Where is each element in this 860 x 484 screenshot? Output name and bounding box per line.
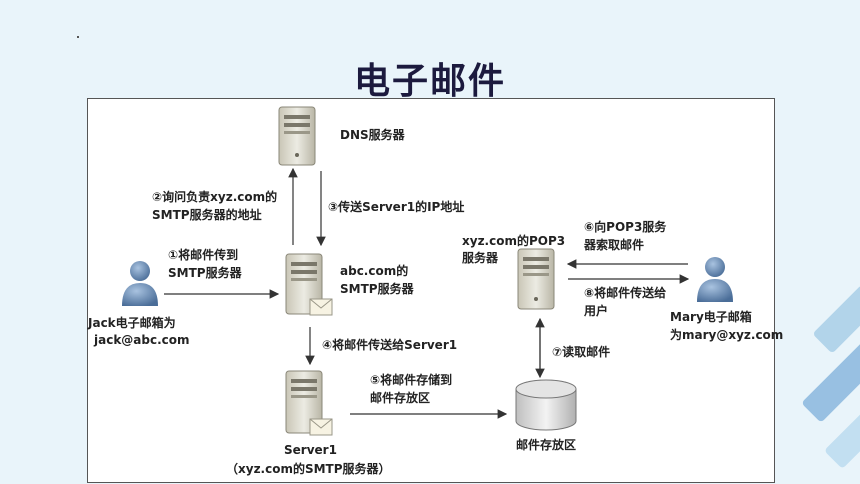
- server1-icon: [285, 370, 333, 436]
- abc-smtp-label-1: abc.com的: [340, 264, 409, 278]
- step6-label-2: 器索取邮件: [584, 238, 645, 252]
- step2-label-1: ②询问负责xyz.com的: [152, 190, 278, 204]
- step6-label-1: ⑥向POP3服务: [584, 220, 667, 234]
- slide-dot: [77, 36, 79, 38]
- jack-user-icon: [122, 261, 158, 306]
- jack-label-1: Jack电子邮箱为: [88, 316, 176, 330]
- step2-label-2: SMTP服务器的地址: [152, 208, 262, 222]
- dns-label: DNS服务器: [340, 128, 405, 142]
- slide-title: 电子邮件: [353, 60, 506, 102]
- mail-flow-diagram: [122, 106, 733, 436]
- mail-storage-icon: [515, 379, 577, 431]
- mary-label-2: 为mary@xyz.com: [670, 328, 784, 342]
- step8-label-1: ⑧将邮件传送给: [584, 286, 667, 300]
- step5-label-1: ⑤将邮件存储到: [370, 373, 453, 387]
- abc-smtp-label-2: SMTP服务器: [340, 282, 414, 296]
- pop3-label-1: xyz.com的POP3: [462, 234, 566, 248]
- step1-label-1: ①将邮件传到: [168, 248, 239, 262]
- server1-label-2: （xyz.com的SMTP服务器）: [226, 462, 391, 476]
- pop3-server-icon: [517, 248, 555, 310]
- step7-label: ⑦读取邮件: [552, 345, 611, 359]
- mary-user-icon: [697, 257, 733, 302]
- step4-label: ④将邮件传送给Server1: [322, 338, 458, 352]
- step8-label-2: 用户: [584, 304, 609, 318]
- step3-label: ③传送Server1的IP地址: [328, 200, 465, 214]
- dns-server-icon: [278, 106, 316, 166]
- server1-label-1: Server1: [284, 443, 337, 457]
- storage-label: 邮件存放区: [516, 438, 577, 452]
- jack-label-2: jack@abc.com: [94, 333, 190, 347]
- step1-label-2: SMTP服务器: [168, 266, 242, 280]
- diagram-panel: DNS服务器 abc.com的 SMTP服务器 xyz.com的POP3 服务器…: [87, 98, 783, 483]
- mary-label-1: Mary电子邮箱: [670, 310, 752, 324]
- pop3-label-2: 服务器: [462, 251, 499, 265]
- step5-label-2: 邮件存放区: [370, 391, 431, 405]
- abc-smtp-server-icon: [285, 253, 333, 316]
